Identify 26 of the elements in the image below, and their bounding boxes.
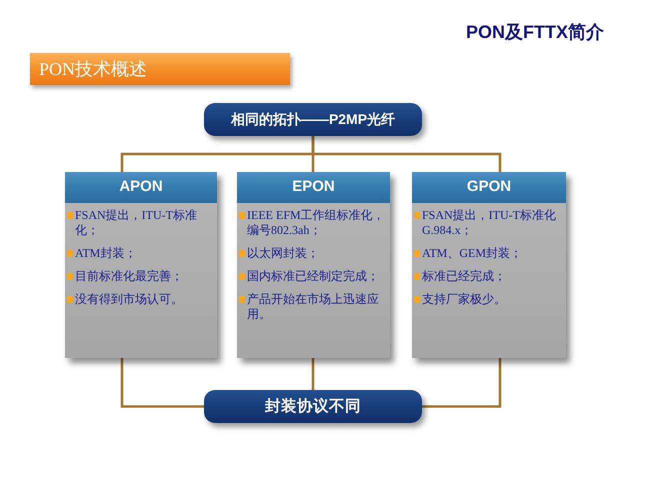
bullet-text: ATM、GEM封装； <box>422 246 524 261</box>
bullet-text: ATM封装； <box>75 246 138 261</box>
bullet-text: 以太网封装； <box>247 246 320 261</box>
card-header: APON <box>65 172 217 203</box>
section-banner: PON技术概述 <box>30 53 290 85</box>
connector-line <box>312 358 314 390</box>
bullet-text: 标准已经完成； <box>422 269 507 284</box>
card-header: EPON <box>237 172 390 203</box>
bullet-text: FSAN提出，ITU-T标准化； <box>75 208 198 238</box>
bullet-text: 产品开始在市场上迅速应用。 <box>247 292 380 322</box>
bullet-text: 国内标准已经制定完成； <box>247 269 380 284</box>
connector-line <box>120 358 204 408</box>
bullet-text: 目前标准化最完善； <box>75 269 184 284</box>
connector-line <box>312 136 502 172</box>
connector-line <box>422 358 502 408</box>
info-card <box>237 172 390 358</box>
bullet-text: FSAN提出，ITU-T标准化 G.984.x； <box>422 208 557 238</box>
bullet-text: IEEE EFM工作组标准化，编号802.3ah； <box>247 208 386 238</box>
bullet-text: 支持厂家极少。 <box>422 292 507 307</box>
bullet-text: 没有得到市场认可。 <box>75 292 184 307</box>
info-card <box>412 172 566 358</box>
card-header: GPON <box>412 172 566 203</box>
rounded-box: 封装协议不同 <box>204 390 422 423</box>
page-title: PON及FTTX简介 <box>466 21 604 44</box>
rounded-box: 相同的拓扑——P2MP光纤 <box>204 103 422 136</box>
info-card <box>65 172 217 358</box>
